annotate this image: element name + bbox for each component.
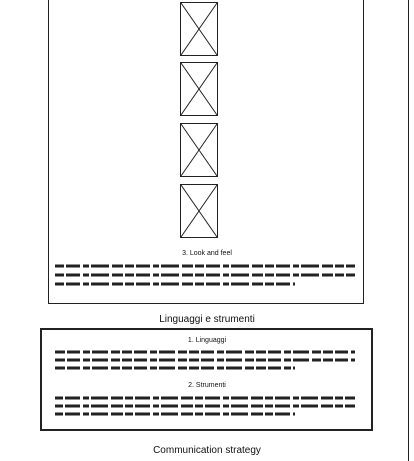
image-placeholder-icon	[180, 62, 218, 116]
section-title-linguaggi: 1. Linguaggi	[187, 337, 227, 344]
section-title-look-and-feel: 3. Look and feel	[182, 250, 232, 257]
placeholder-text-scribble	[55, 263, 357, 293]
section-title-strumenti: 2. Strumenti	[188, 382, 226, 389]
placeholder-text-scribble	[55, 349, 357, 375]
image-placeholder-icon	[180, 123, 218, 177]
label-communication-strategy: Communication strategy	[153, 445, 261, 456]
label-linguaggi-e-strumenti: Linguaggi e strumenti	[159, 314, 255, 325]
image-placeholder-icon	[180, 2, 218, 56]
image-placeholder-icon	[180, 184, 218, 238]
placeholder-text-scribble	[55, 395, 357, 421]
frame-edge-right	[408, 0, 409, 461]
look-and-feel-panel	[48, 0, 364, 304]
languages-tools-panel	[40, 328, 373, 431]
